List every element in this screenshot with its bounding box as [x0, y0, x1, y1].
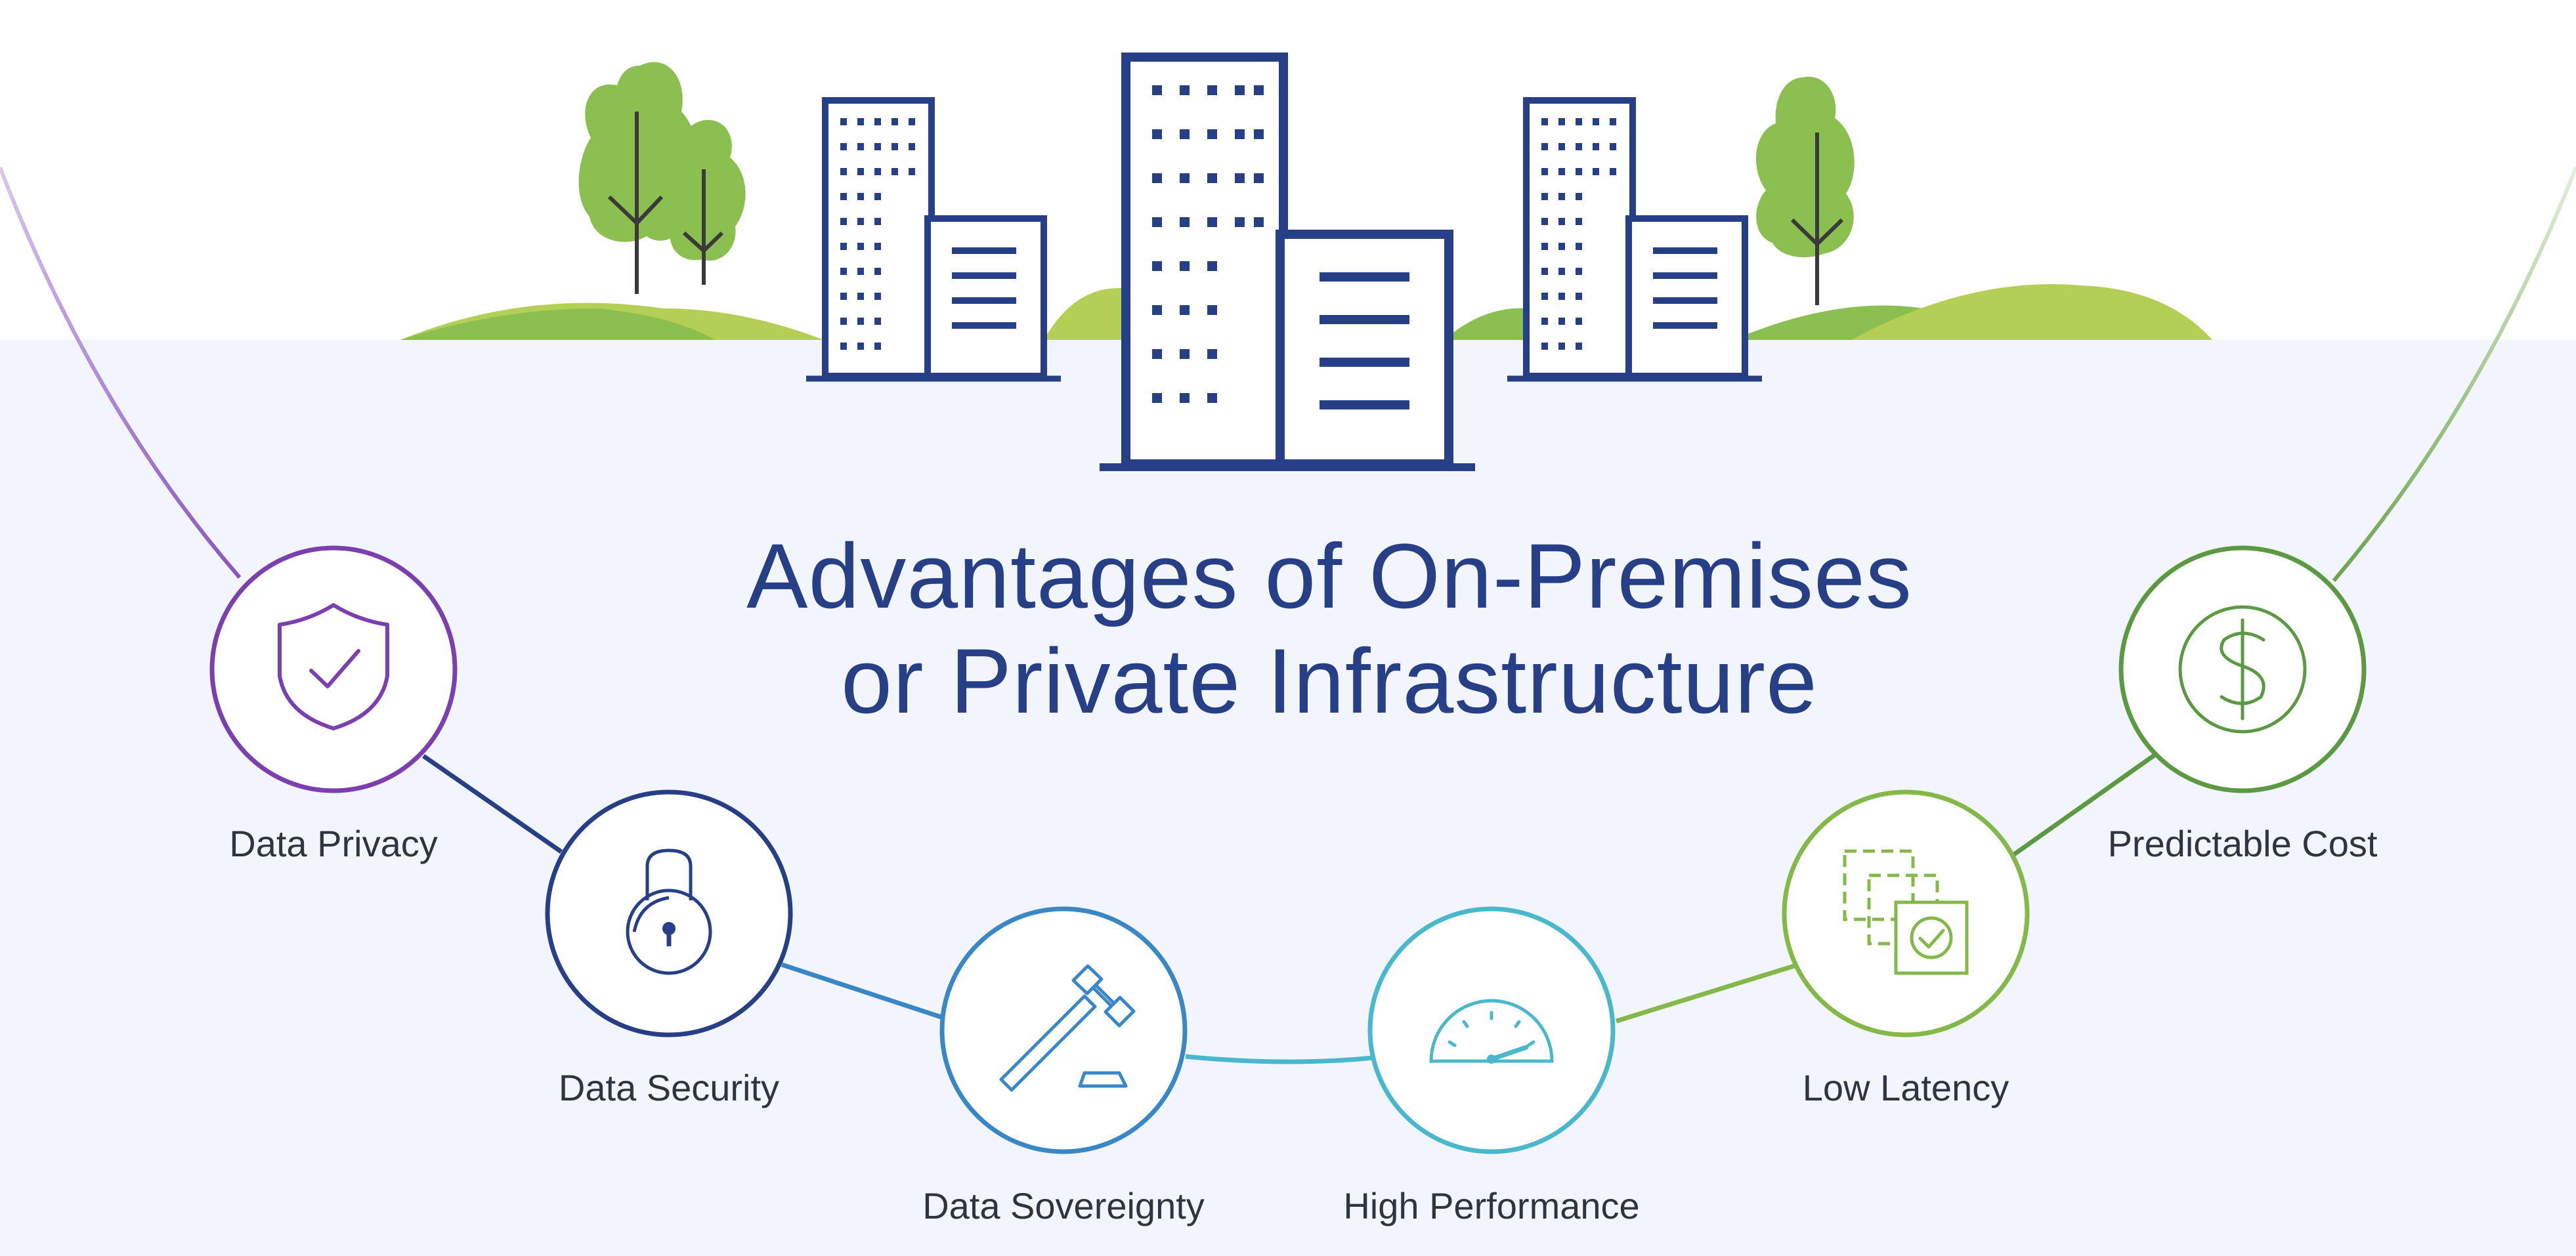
node-data-security	[545, 789, 793, 1037]
stacked-checkbox-icon	[1843, 849, 1969, 975]
gavel-icon	[999, 964, 1136, 1092]
arc-left-fade	[0, 166, 242, 579]
background-band	[0, 340, 2576, 1256]
connector-sovereignty-performance	[1185, 1054, 1373, 1064]
node-high-performance	[1367, 906, 1616, 1154]
title-line-1: Advantages of On-Premises	[746, 524, 1912, 627]
connector-privacy-security	[422, 754, 563, 854]
shield-check-icon	[278, 603, 389, 730]
label-high-performance: High Performance	[1343, 1185, 1640, 1226]
label-predictable-cost: Predictable Cost	[2107, 823, 2378, 864]
node-ring	[209, 545, 458, 793]
node-ring	[545, 789, 793, 1037]
connector-latency-cost	[2012, 753, 2157, 856]
node-ring	[1367, 906, 1616, 1154]
dollar-coin-icon	[2178, 605, 2307, 734]
arc-right-fade	[2332, 166, 2576, 582]
building-left	[806, 97, 1061, 382]
building-right	[1507, 97, 1762, 382]
label-low-latency: Low Latency	[1802, 1067, 2009, 1108]
tree-group-left	[578, 62, 746, 294]
node-data-privacy	[209, 545, 458, 793]
building-center	[1100, 52, 1475, 471]
node-ring	[939, 906, 1188, 1154]
label-data-sovereignty: Data Sovereignty	[922, 1185, 1205, 1226]
speedometer-icon	[1429, 999, 1554, 1064]
node-low-latency	[1782, 789, 2030, 1037]
node-data-sovereignty	[939, 906, 1188, 1154]
connector-performance-latency	[1615, 963, 1795, 1024]
node-predictable-cost	[2118, 545, 2367, 793]
padlock-icon	[626, 848, 712, 975]
label-data-security: Data Security	[558, 1067, 780, 1108]
label-data-privacy: Data Privacy	[229, 823, 438, 864]
hills	[400, 284, 2212, 340]
title-line-2: or Private Infrastructure	[841, 629, 1818, 732]
connector-security-sovereignty	[781, 962, 943, 1020]
tree-right	[1755, 76, 1855, 305]
